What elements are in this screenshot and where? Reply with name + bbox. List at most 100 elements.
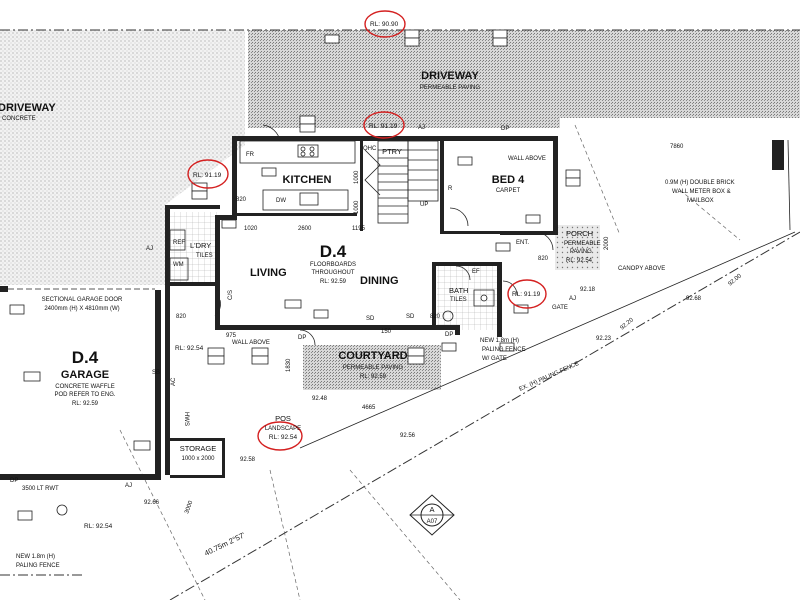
brick-wall-note-2: WALL METER BOX &	[672, 189, 731, 195]
rl-site: RL: 92.54	[84, 523, 113, 530]
service-line-1	[269, 469, 301, 600]
sd-note-1: SD	[366, 316, 375, 322]
dim-6: 820	[176, 314, 187, 320]
garage-title: GARAGE	[61, 369, 109, 381]
easement-line	[349, 469, 461, 600]
new-fence-note-2: PALING FENCE	[16, 563, 60, 569]
garage-line1: CONCRETE WAFFLE	[55, 384, 114, 390]
sink-icon	[299, 192, 319, 206]
wall-above-note: WALL ABOVE	[232, 340, 270, 346]
paling-fence-note: NEW 1.8m (H)	[480, 338, 519, 344]
porch-line1: PERMEABLE	[564, 241, 601, 247]
dim-10: 1830	[286, 358, 292, 372]
laundry-subtitle: TILES	[196, 253, 213, 259]
service-line-2	[574, 124, 621, 236]
dim-9: 820	[430, 314, 441, 320]
bed4-title: BED 4	[492, 174, 525, 186]
robe-label: R	[448, 186, 453, 192]
dim-13: 1000	[354, 170, 360, 184]
hws-note: HWS	[183, 412, 189, 426]
garage-unit: D.4	[72, 348, 99, 367]
section-letter: A	[429, 505, 434, 514]
basin-bowl-icon	[480, 294, 488, 302]
step-hatch	[555, 225, 600, 270]
rl-top: RL: 90.90	[370, 21, 399, 28]
dim-17: 3000	[184, 499, 194, 514]
kitchen-title: KITCHEN	[283, 174, 332, 186]
courtyard-subtitle: PERMEABLE PAVING	[343, 365, 403, 371]
dim-2: 1020	[244, 226, 258, 232]
level-8: 92.58	[240, 457, 256, 463]
courtyard-rl: RL: 92.59	[360, 374, 387, 380]
pos-rl: RL: 92.54	[269, 434, 298, 441]
bath-title: BATH	[449, 286, 468, 295]
pantry-label: PTRY	[382, 147, 402, 156]
dim-15: 2000	[604, 236, 610, 250]
driveway-concrete-area	[0, 30, 245, 285]
floor-rl: RL: 92.59	[320, 279, 347, 285]
bath-subtitle: TILES	[450, 297, 467, 303]
house-walls	[165, 136, 558, 337]
bed4-wall-above: WALL ABOVE	[508, 156, 546, 162]
basin-icon	[473, 289, 495, 307]
toilet-icon	[442, 310, 454, 322]
paling-fence-note-2: PALING FENCE	[482, 347, 526, 353]
burner-icon	[309, 151, 315, 157]
level-7: 92.56	[400, 433, 416, 439]
rl-laundry: RL: 92.54	[175, 345, 204, 352]
washing-machine-icon	[169, 257, 189, 281]
dim-8: 820	[236, 197, 247, 203]
floor-line1: FLOORBOARDS	[310, 262, 356, 268]
garage-rl: RL: 92.59	[72, 401, 99, 407]
driveway-left-title: DRIVEWAY	[0, 102, 56, 114]
burner-icon	[309, 146, 315, 152]
fridge-space	[169, 229, 186, 251]
brick-wall-note: 0.9M (H) DOUBLE BRICK	[665, 180, 735, 186]
boundary-bearing: 40.75m 2°57'	[203, 530, 247, 558]
sb-note: SB	[152, 370, 160, 376]
aj-note-3: AJ	[125, 483, 132, 489]
kitchen-island	[262, 189, 349, 211]
living-label: LIVING	[250, 267, 287, 279]
service-line-4	[119, 429, 206, 600]
driveway-title: DRIVEWAY	[421, 70, 479, 82]
new-fence-note: NEW 1.8m (H)	[16, 554, 55, 560]
laundry-tiles	[167, 212, 219, 282]
dim-1: 7860	[670, 144, 684, 150]
rl-bath: RL: 91.19	[512, 291, 541, 298]
burner-icon	[300, 151, 306, 157]
tag-boxes	[9, 29, 581, 521]
dim-4: 1195	[352, 226, 366, 232]
cooktop-icon	[297, 144, 319, 158]
dp-note-3: DP	[445, 332, 453, 338]
dishwasher-label: DW	[276, 198, 286, 204]
porch-line2: PAVING	[570, 249, 592, 255]
section-marker	[409, 494, 455, 536]
driveway-paving-area	[248, 30, 800, 128]
dp-note-2: DP	[298, 335, 306, 341]
dim-11: 150	[381, 329, 392, 335]
porch-rl: RL: 92.54	[566, 258, 593, 264]
fridge-label: FR	[246, 152, 255, 158]
unit-title: D.4	[320, 242, 347, 261]
pos-subtitle: LANDSCAPE	[265, 426, 301, 432]
aj-note-1: AJ	[418, 125, 425, 131]
up-note: UP	[420, 202, 428, 208]
pos-title: POS	[275, 414, 291, 423]
boundary-line-front	[169, 231, 800, 600]
staircase	[364, 140, 439, 224]
driveway-left-subtitle: CONCRETE	[2, 116, 36, 122]
garage-door-label: SECTIONAL GARAGE DOOR	[42, 297, 123, 303]
dp-note-1: DP	[501, 126, 509, 132]
bed4-subtitle: CARPET	[496, 188, 521, 194]
dim-7: 975	[226, 333, 237, 339]
fence-line	[299, 231, 796, 449]
burner-icon	[300, 146, 306, 152]
wm-label: WM	[173, 262, 184, 268]
dp-note-4: DP	[10, 478, 18, 484]
section-sheet: A07	[427, 519, 438, 525]
rwt-note: 3500 LT RWT	[22, 486, 59, 492]
brick-wall-note-3: MAILBOX	[687, 198, 714, 204]
level-4: 92.23	[596, 336, 612, 342]
dim-5: 820	[538, 256, 549, 262]
